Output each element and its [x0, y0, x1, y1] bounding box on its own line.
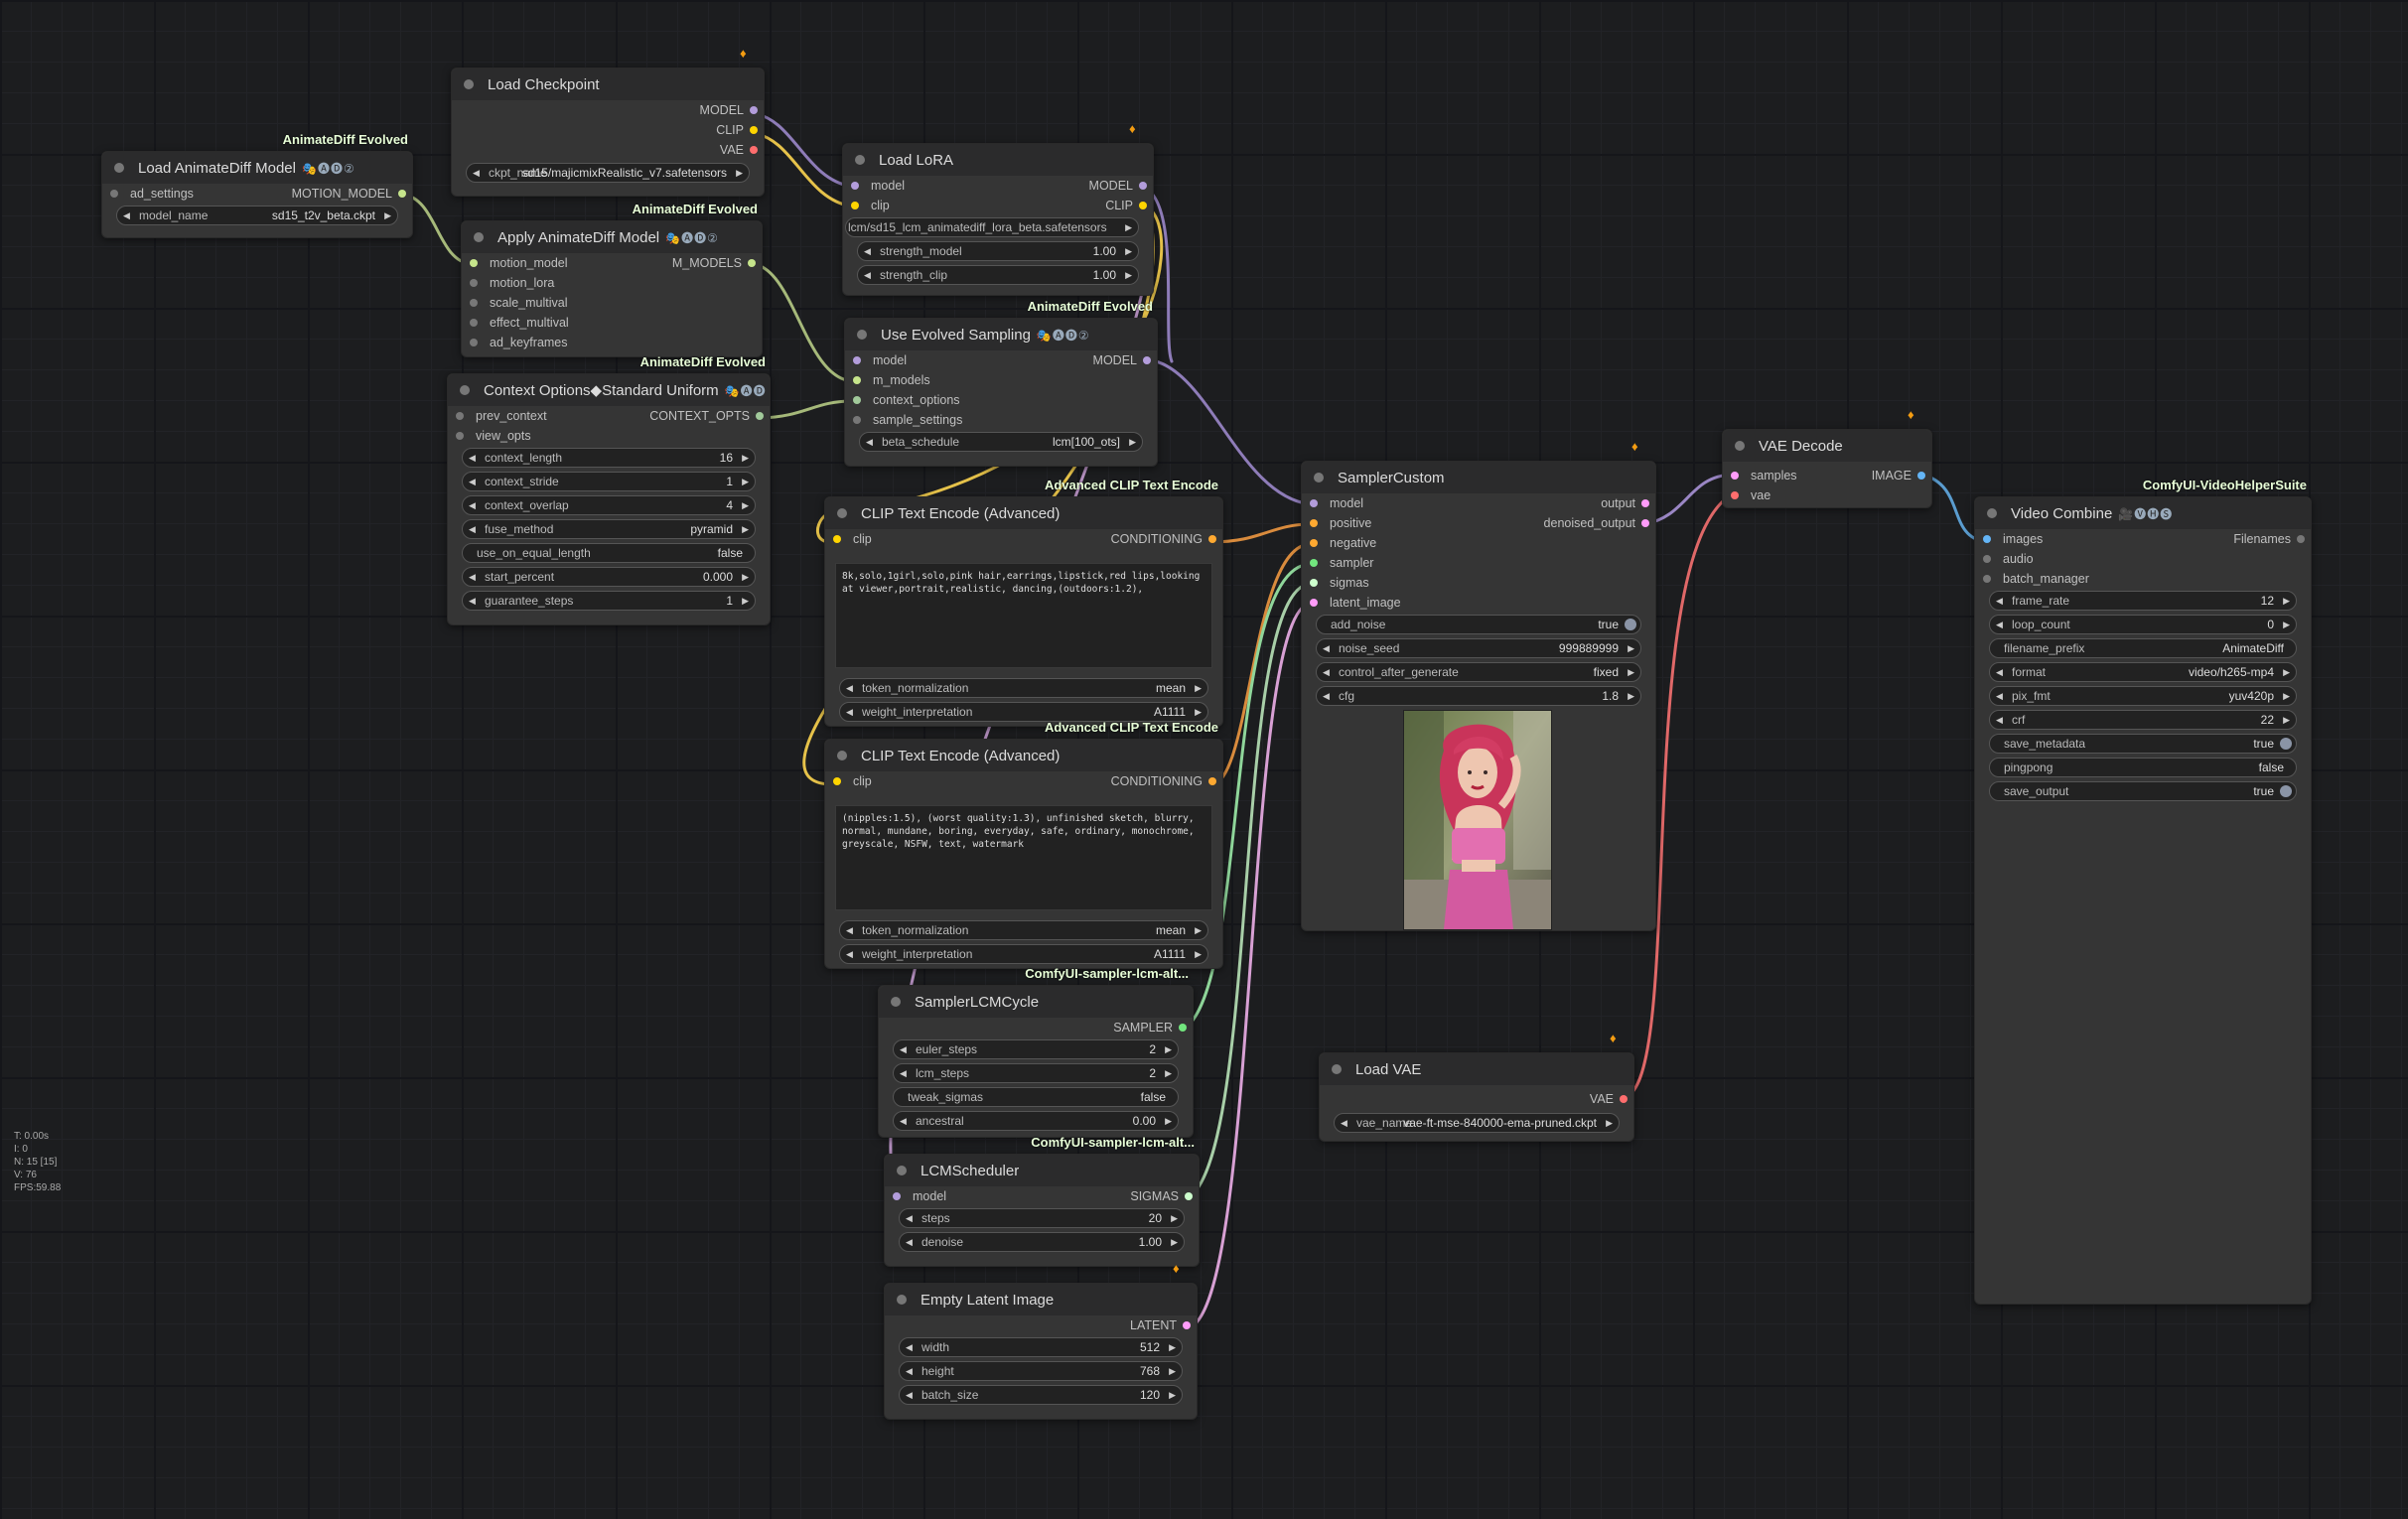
stat-nodes: N: 15 [15] — [14, 1157, 58, 1168]
node-header[interactable]: Load LoRA — [843, 144, 1153, 176]
node-clip-text-negative[interactable]: Advanced CLIP Text Encode CLIP Text Enco… — [824, 720, 1223, 969]
render-stats: T: 0.00s I: 0 N: 15 [15] V: 76 FPS:59.88 — [14, 1130, 61, 1194]
link-clip-ckpt-lora — [751, 131, 854, 208]
node-header[interactable]: CLIP Text Encode (Advanced) — [825, 740, 1222, 771]
negative-prompt-textarea[interactable]: (nipples:1.5), (worst quality:1.3), unfi… — [835, 805, 1212, 910]
fox-icon: ♦ — [740, 46, 747, 61]
stat-vertices: V: 76 — [14, 1170, 37, 1180]
node-header[interactable]: Load AnimateDiff Model🎭🅐🅓② — [102, 152, 412, 184]
fox-icon: ♦ — [1173, 1261, 1180, 1276]
node-header[interactable]: Use Evolved Sampling🎭🅐🅓② — [845, 319, 1157, 350]
link-mmodels — [751, 262, 854, 383]
node-sampler-lcm-cycle[interactable]: ComfyUI-sampler-lcm-alt... SamplerLCMCyc… — [878, 966, 1194, 1138]
stat-iterations: I: 0 — [14, 1144, 28, 1155]
prompt-textarea[interactable]: 8k,solo,1girl,solo,pink hair,earrings,li… — [835, 563, 1212, 668]
node-header[interactable]: VAE Decode — [1723, 430, 1931, 462]
node-apply-animatediff[interactable]: AnimateDiff Evolved Apply AnimateDiff Mo… — [461, 202, 763, 357]
fox-icon: ♦ — [1129, 121, 1136, 136]
link-cond-neg — [1209, 542, 1313, 786]
fox-icon: ♦ — [1610, 1031, 1617, 1045]
node-header[interactable]: Load Checkpoint — [452, 69, 764, 100]
node-load-animatediff[interactable]: AnimateDiff Evolved Load AnimateDiff Mod… — [101, 132, 413, 238]
node-header[interactable]: LCMScheduler — [885, 1155, 1199, 1186]
link-model-ckpt-lora — [751, 111, 854, 189]
node-load-checkpoint[interactable]: ♦ Load Checkpoint MODEL CLIP VAE ◀ckpt_n… — [451, 47, 765, 197]
node-header[interactable]: SamplerCustom — [1302, 462, 1655, 493]
link-sampler-vae — [1642, 473, 1734, 526]
node-lcm-scheduler[interactable]: ComfyUI-sampler-lcm-alt... LCMScheduler … — [884, 1135, 1200, 1267]
preview-image[interactable] — [1403, 710, 1552, 930]
node-header[interactable]: Empty Latent Image — [885, 1284, 1197, 1315]
stat-time: T: 0.00s — [14, 1131, 50, 1142]
node-header[interactable]: Load VAE — [1320, 1053, 1633, 1085]
node-context-options[interactable]: AnimateDiff Evolved Context Options◆Stan… — [447, 354, 771, 625]
node-header[interactable]: Context Options◆Standard Uniform🎭🅐🅓 — [448, 374, 770, 406]
node-evolved-sampling[interactable]: AnimateDiff Evolved Use Evolved Sampling… — [844, 299, 1158, 467]
stat-fps: FPS:59.88 — [14, 1182, 62, 1193]
node-clip-text-positive[interactable]: Advanced CLIP Text Encode CLIP Text Enco… — [824, 478, 1223, 727]
node-header[interactable]: SamplerLCMCycle — [879, 986, 1193, 1018]
widget-lora-name[interactable]: lcm/sd15_lcm_animatediff_lora_beta.safet… — [845, 217, 1139, 237]
node-header[interactable]: CLIP Text Encode (Advanced) — [825, 497, 1222, 529]
node-video-combine[interactable]: ComfyUI-VideoHelperSuite Video Combine🎥🅥… — [1974, 478, 2312, 1305]
link-context — [759, 399, 854, 420]
toggle-icon[interactable] — [2280, 738, 2292, 750]
node-header[interactable]: Apply AnimateDiff Model🎭🅐🅓② — [462, 221, 762, 253]
link-cond-pos — [1209, 522, 1313, 544]
fox-icon: ♦ — [1631, 439, 1638, 454]
node-header[interactable]: Video Combine🎥🅥🅗🅢 — [1975, 497, 2311, 529]
toggle-icon[interactable] — [1625, 619, 1636, 630]
fox-icon: ♦ — [1908, 407, 1914, 422]
toggle-icon[interactable] — [2280, 785, 2292, 797]
